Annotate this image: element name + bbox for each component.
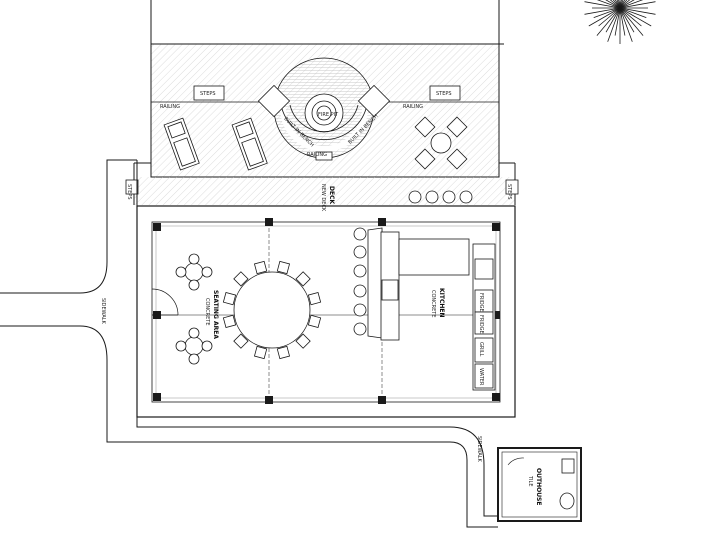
railing-label-right: RAILING — [403, 104, 423, 110]
outhouse-sublabel: TILE — [527, 475, 533, 486]
tree-ray — [588, 7, 621, 27]
tree-ray — [616, 0, 621, 9]
sidewalk — [0, 159, 498, 528]
tree-ray — [619, 7, 626, 36]
tree-ray — [605, 7, 621, 33]
tree-ray — [619, 0, 622, 9]
sidewalk-label-right: SIDEWALK — [476, 436, 482, 463]
dining-tabletop — [233, 271, 311, 349]
tree-ray — [596, 7, 621, 36]
tree-ray — [607, 7, 621, 42]
tree-ray — [619, 1, 656, 9]
post — [492, 223, 500, 231]
fridge-label: FRIDGE — [478, 293, 484, 312]
tree-ray — [619, 7, 647, 18]
dining-chair — [295, 333, 311, 349]
bistro-tables — [175, 253, 213, 365]
steps-label-left: STEPS — [200, 91, 216, 97]
tree-ray — [584, 1, 621, 9]
sidewalk-label-left: SIDEWALK — [100, 298, 106, 325]
tree-ray — [619, 0, 631, 9]
post — [378, 218, 386, 226]
post — [492, 393, 500, 401]
tree-ray — [584, 7, 621, 15]
railing-label-left: RAILING — [160, 104, 180, 110]
lounge-chairs — [163, 117, 268, 171]
dining-chair — [222, 314, 237, 329]
tree-ray — [619, 7, 635, 33]
dining-chair — [276, 345, 291, 360]
post — [265, 396, 273, 404]
tree-ray — [619, 0, 624, 9]
dining-chair — [253, 345, 268, 360]
tree-ray — [619, 7, 642, 27]
fire-pit-area — [257, 57, 391, 161]
dining-table — [222, 260, 322, 360]
tree-ray — [614, 0, 621, 9]
tree-ray — [619, 0, 644, 9]
dining-chair — [307, 314, 322, 329]
tree-ray — [619, 0, 626, 9]
fire-pit-label: FIRE PIT — [318, 112, 339, 118]
seating-area-label: SEATING AREA — [212, 290, 219, 339]
dining-chair — [233, 271, 249, 287]
steps-label-side-left: STEPS — [126, 184, 132, 200]
patio-table-set — [414, 116, 468, 170]
deck-steps — [125, 85, 519, 195]
kitchen-counter — [367, 227, 496, 391]
water-label: WATER — [478, 368, 484, 386]
tree-ray — [609, 0, 621, 9]
post — [492, 311, 500, 319]
post — [378, 396, 386, 404]
bar-stools — [353, 227, 367, 336]
tree-ray — [619, 7, 633, 42]
dining-chair — [307, 291, 322, 306]
tree-ray — [619, 0, 628, 9]
dining-chair — [295, 271, 311, 287]
railing-label-center: RAILING — [307, 152, 327, 158]
tree-ray — [619, 7, 656, 15]
outhouse-label: OUTHOUSE — [535, 468, 542, 505]
tree-ray — [618, 0, 621, 9]
tree-ray — [596, 0, 621, 9]
dining-chair — [222, 291, 237, 306]
post — [153, 223, 161, 231]
tree-ray — [605, 0, 621, 9]
seating-area-sublabel: CONCRETE — [204, 298, 210, 326]
deck-label: DECK — [328, 186, 335, 204]
dining-chair — [233, 333, 249, 349]
tree-ray — [619, 0, 635, 9]
pavilion-slab — [136, 205, 516, 418]
outhouse — [497, 447, 582, 522]
door-swing — [151, 288, 179, 316]
deck-sublabel: NEW DECK — [320, 184, 326, 212]
kitchen-label: KITCHEN — [438, 288, 445, 318]
tree-symbol — [584, 0, 656, 44]
tree-ray — [619, 7, 644, 36]
post — [265, 218, 273, 226]
dining-chair — [276, 260, 291, 275]
existing-house-outline — [150, 0, 504, 45]
tree-ray — [593, 7, 621, 18]
tree-ray — [614, 7, 621, 36]
dining-chair — [253, 260, 268, 275]
steps-label-right: STEPS — [436, 91, 452, 97]
fridge2-label: FRIDGE — [478, 315, 484, 334]
post — [153, 393, 161, 401]
tree-ray — [598, 7, 621, 27]
grill-label: GRILL — [478, 342, 484, 357]
deck-stools — [408, 190, 473, 204]
kitchen-sublabel: CONCRETE — [430, 290, 436, 318]
tree-ray — [612, 0, 621, 9]
tree-ray — [619, 7, 652, 27]
steps-label-side-right: STEPS — [506, 184, 512, 200]
